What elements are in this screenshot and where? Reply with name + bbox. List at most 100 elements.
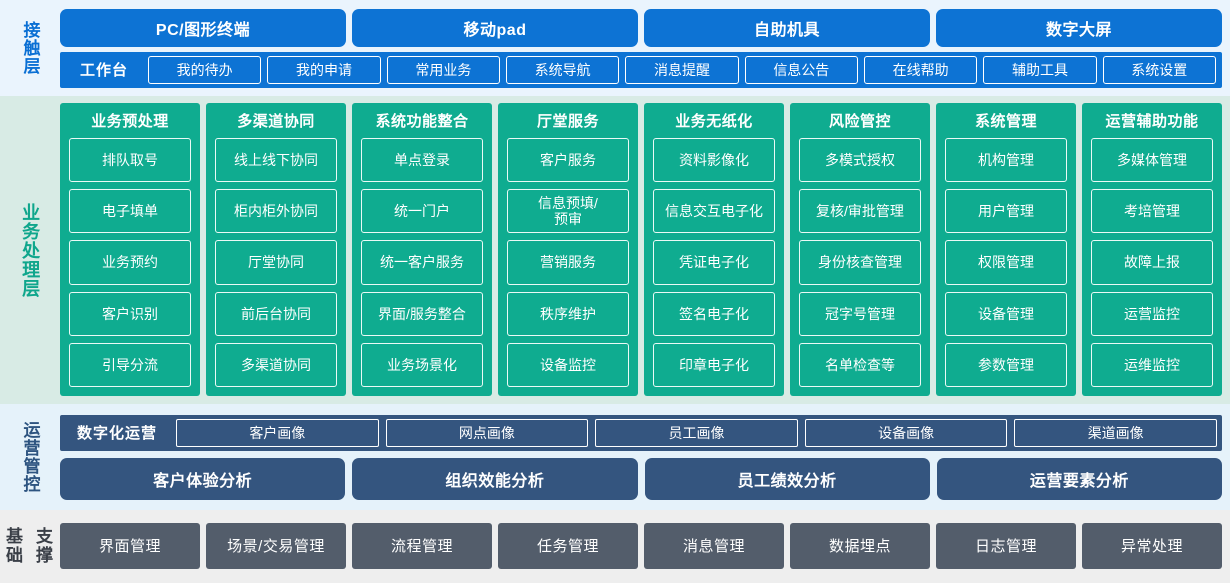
workbench-item-online-help[interactable]: 在线帮助	[863, 55, 978, 84]
column-title: 厅堂服务	[536, 113, 599, 130]
column-items: 多媒体管理 考培管理 故障上报 运营监控 运维监控	[1091, 138, 1213, 388]
biz-item[interactable]: 信息交互电子化	[653, 189, 775, 234]
workbench-item-settings[interactable]: 系统设置	[1102, 55, 1216, 84]
channel-digital-screen[interactable]: 数字大屏	[936, 8, 1222, 47]
base-item-ui-management[interactable]: 界面管理	[60, 522, 200, 569]
biz-item[interactable]: 考培管理	[1091, 189, 1213, 234]
workbench-item-application[interactable]: 我的申请	[267, 55, 381, 84]
business-column-preprocessing: 业务预处理 排队取号 电子填单 业务预约 客户识别 引导分流	[60, 103, 200, 396]
business-layer-band: 业务处理层 业务预处理 排队取号 电子填单 业务预约 客户识别 引导分流 多渠道…	[0, 96, 1230, 404]
biz-item[interactable]: 营销服务	[507, 240, 629, 285]
biz-item[interactable]: 机构管理	[945, 138, 1067, 183]
biz-item[interactable]: 复核/审批管理	[799, 189, 921, 234]
contact-layer-label: 接触层	[0, 0, 60, 96]
column-title: 业务预处理	[91, 113, 169, 130]
biz-item[interactable]: 客户识别	[69, 291, 191, 336]
analysis-operation-elements[interactable]: 运营要素分析	[936, 457, 1222, 500]
workbench-title: 工作台	[80, 62, 129, 79]
workbench-item-announcement[interactable]: 信息公告	[744, 55, 858, 84]
digital-operations-row: 数字化运营 客户画像 网点画像 员工画像 设备画像 渠道画像	[60, 414, 1222, 451]
column-title: 多渠道协同	[237, 113, 315, 130]
biz-item[interactable]: 凭证电子化	[653, 240, 775, 285]
base-label-line2: 支撑	[36, 526, 54, 565]
base-item-process-management[interactable]: 流程管理	[352, 522, 492, 569]
workbench-item-system-nav[interactable]: 系统导航	[506, 55, 620, 84]
biz-item[interactable]: 运营监控	[1091, 291, 1213, 336]
biz-item[interactable]: 运维监控	[1091, 342, 1213, 388]
biz-item[interactable]: 参数管理	[945, 342, 1067, 388]
biz-item[interactable]: 业务场景化	[361, 342, 483, 388]
column-items: 机构管理 用户管理 权限管理 设备管理 参数管理	[945, 138, 1067, 388]
workbench-item-tools[interactable]: 辅助工具	[983, 55, 1097, 84]
business-column-system-integration: 系统功能整合 单点登录 统一门户 统一客户服务 界面/服务整合 业务场景化	[352, 103, 492, 396]
contact-layer-body: PC/图形终端 移动pad 自助机具 数字大屏 工作台 我的待办 我的申请 常用…	[60, 0, 1230, 96]
analysis-organization-efficiency[interactable]: 组织效能分析	[352, 457, 638, 500]
biz-item[interactable]: 用户管理	[945, 189, 1067, 234]
column-title: 系统功能整合	[375, 113, 469, 130]
column-title: 风险管控	[828, 113, 891, 130]
biz-item[interactable]: 信息预填/ 预审	[507, 189, 629, 234]
base-item-task-management[interactable]: 任务管理	[498, 522, 638, 569]
biz-item[interactable]: 前后台协同	[215, 291, 337, 336]
biz-item[interactable]: 柜内柜外协同	[215, 189, 337, 234]
portrait-device[interactable]: 设备画像	[804, 418, 1008, 447]
base-item-message-management[interactable]: 消息管理	[644, 522, 784, 569]
base-item-scene-transaction[interactable]: 场景/交易管理	[206, 522, 346, 569]
biz-item[interactable]: 界面/服务整合	[361, 291, 483, 336]
biz-item[interactable]: 统一客户服务	[361, 240, 483, 285]
workbench-row: 工作台 我的待办 我的申请 常用业务 系统导航 消息提醒 信息公告 在线帮助 辅…	[60, 51, 1222, 88]
biz-item[interactable]: 秩序维护	[507, 291, 629, 336]
biz-item[interactable]: 客户服务	[507, 138, 629, 183]
base-item-data-tracking[interactable]: 数据埋点	[790, 522, 930, 569]
biz-item[interactable]: 权限管理	[945, 240, 1067, 285]
column-items: 资料影像化 信息交互电子化 凭证电子化 签名电子化 印章电子化	[653, 138, 775, 388]
base-support-layer-body: 界面管理 场景/交易管理 流程管理 任务管理 消息管理 数据埋点 日志管理 异常…	[60, 510, 1230, 583]
channel-mobile-pad[interactable]: 移动pad	[352, 8, 638, 47]
business-layer-body: 业务预处理 排队取号 电子填单 业务预约 客户识别 引导分流 多渠道协同 线上线…	[60, 96, 1230, 404]
portrait-employee[interactable]: 员工画像	[595, 418, 798, 447]
operations-layer-label: 运营管控	[0, 404, 60, 510]
biz-item[interactable]: 电子填单	[69, 189, 191, 234]
portrait-channel[interactable]: 渠道画像	[1014, 418, 1217, 447]
business-column-paperless: 业务无纸化 资料影像化 信息交互电子化 凭证电子化 签名电子化 印章电子化	[644, 103, 784, 396]
workbench-item-common-business[interactable]: 常用业务	[386, 55, 500, 84]
column-items: 客户服务 信息预填/ 预审 营销服务 秩序维护 设备监控	[507, 138, 629, 388]
biz-item[interactable]: 排队取号	[69, 138, 191, 183]
biz-item[interactable]: 统一门户	[361, 189, 483, 234]
workbench-item-message-alert[interactable]: 消息提醒	[625, 55, 739, 84]
biz-item[interactable]: 引导分流	[69, 342, 191, 388]
biz-item[interactable]: 多模式授权	[799, 138, 921, 183]
biz-item[interactable]: 故障上报	[1091, 240, 1213, 285]
biz-item[interactable]: 设备监控	[507, 342, 629, 388]
business-column-multichannel: 多渠道协同 线上线下协同 柜内柜外协同 厅堂协同 前后台协同 多渠道协同	[206, 103, 346, 396]
biz-item[interactable]: 多媒体管理	[1091, 138, 1213, 183]
column-title: 业务无纸化	[675, 113, 753, 130]
portrait-branch[interactable]: 网点画像	[385, 418, 589, 447]
portrait-customer[interactable]: 客户画像	[176, 418, 379, 447]
biz-item[interactable]: 单点登录	[361, 138, 483, 183]
biz-item[interactable]: 厅堂协同	[215, 240, 337, 285]
channel-pc[interactable]: PC/图形终端	[60, 8, 346, 47]
business-layer-label: 业务处理层	[0, 96, 60, 404]
base-item-log-management[interactable]: 日志管理	[936, 522, 1076, 569]
base-support-layer-label: 基础 支撑	[0, 510, 60, 583]
channel-self-service[interactable]: 自助机具	[644, 8, 930, 47]
base-item-exception-handling[interactable]: 异常处理	[1082, 522, 1222, 569]
analysis-employee-performance[interactable]: 员工绩效分析	[644, 457, 930, 500]
analysis-customer-experience[interactable]: 客户体验分析	[60, 457, 346, 500]
column-items: 多模式授权 复核/审批管理 身份核查管理 冠字号管理 名单检查等	[799, 138, 921, 388]
biz-item[interactable]: 身份核查管理	[799, 240, 921, 285]
biz-item[interactable]: 设备管理	[945, 291, 1067, 336]
contact-layer-band: 接触层 PC/图形终端 移动pad 自助机具 数字大屏 工作台 我的待办 我的申…	[0, 0, 1230, 96]
workbench-item-todo[interactable]: 我的待办	[148, 55, 262, 84]
biz-item[interactable]: 线上线下协同	[215, 138, 337, 183]
biz-item[interactable]: 业务预约	[69, 240, 191, 285]
biz-item[interactable]: 名单检查等	[799, 342, 921, 388]
biz-item[interactable]: 资料影像化	[653, 138, 775, 183]
biz-item[interactable]: 冠字号管理	[799, 291, 921, 336]
biz-item[interactable]: 签名电子化	[653, 291, 775, 336]
base-label-line1: 基础	[6, 526, 24, 565]
biz-item[interactable]: 多渠道协同	[215, 342, 337, 388]
biz-item[interactable]: 印章电子化	[653, 342, 775, 388]
